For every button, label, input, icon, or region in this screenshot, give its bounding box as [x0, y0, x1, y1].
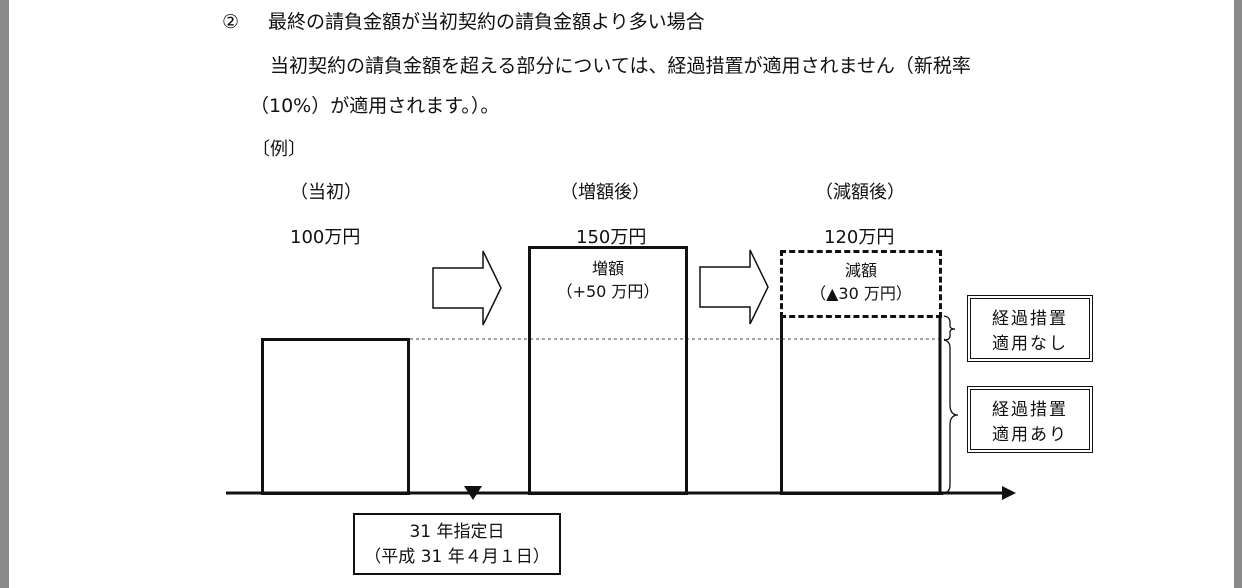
right-page-edge [1234, 0, 1242, 588]
time-axis-arrowhead [1002, 486, 1016, 500]
column-title-initial: （当初） [290, 182, 362, 203]
specified-date-line-1: 31 年指定日 [409, 522, 505, 542]
initial-amount-bar [261, 338, 410, 495]
specified-date-line-2: （平成 31 年４月１日） [364, 546, 550, 567]
column-title-decreased: （減額後） [815, 182, 905, 203]
increased-amount-bar: 増額 （+50 万円） [528, 246, 688, 495]
amount-decreased: 120万円 [824, 227, 895, 248]
decreased-amount-bar [780, 314, 943, 495]
bracket-not-applied [943, 315, 956, 341]
paragraph-line-1: 当初契約の請負金額を超える部分については、経過措置が適用されません（新税率 [270, 55, 971, 77]
increase-label: 増額 [591, 259, 624, 278]
heading-number: ② [222, 11, 240, 33]
heading-title: 最終の請負金額が当初契約の請負金額より多い場合 [268, 11, 705, 33]
bracket-applied [943, 339, 959, 494]
increase-amount-label: （+50 万円） [556, 282, 660, 302]
example-label: 〔例〕 [252, 139, 306, 160]
reduction-label: 減額 [844, 261, 877, 280]
not-applied-line-1: 経過措置 [992, 309, 1068, 329]
right-arrow-1 [432, 250, 502, 326]
paragraph-line-2: （10%）が適用されます。）。 [250, 95, 500, 117]
amount-initial: 100万円 [290, 227, 361, 248]
reduction-amount-label: （▲30 万円） [810, 284, 912, 304]
amount-increased: 150万円 [576, 227, 647, 248]
applied-line-2: 適用あり [992, 424, 1068, 445]
left-page-edge [0, 0, 9, 588]
right-arrow-2 [699, 249, 769, 325]
reduction-dashed-box: 減額 （▲30 万円） [780, 250, 942, 318]
applied-line-1: 経過措置 [992, 400, 1068, 420]
applied-box: 経過措置 適用あり [967, 386, 1093, 453]
not-applied-box: 経過措置 適用なし [967, 295, 1093, 362]
date-marker-triangle [464, 486, 482, 500]
not-applied-line-2: 適用なし [992, 333, 1068, 354]
column-title-increased: （増額後） [560, 182, 650, 203]
specified-date-box: 31 年指定日 （平成 31 年４月１日） [353, 513, 561, 575]
